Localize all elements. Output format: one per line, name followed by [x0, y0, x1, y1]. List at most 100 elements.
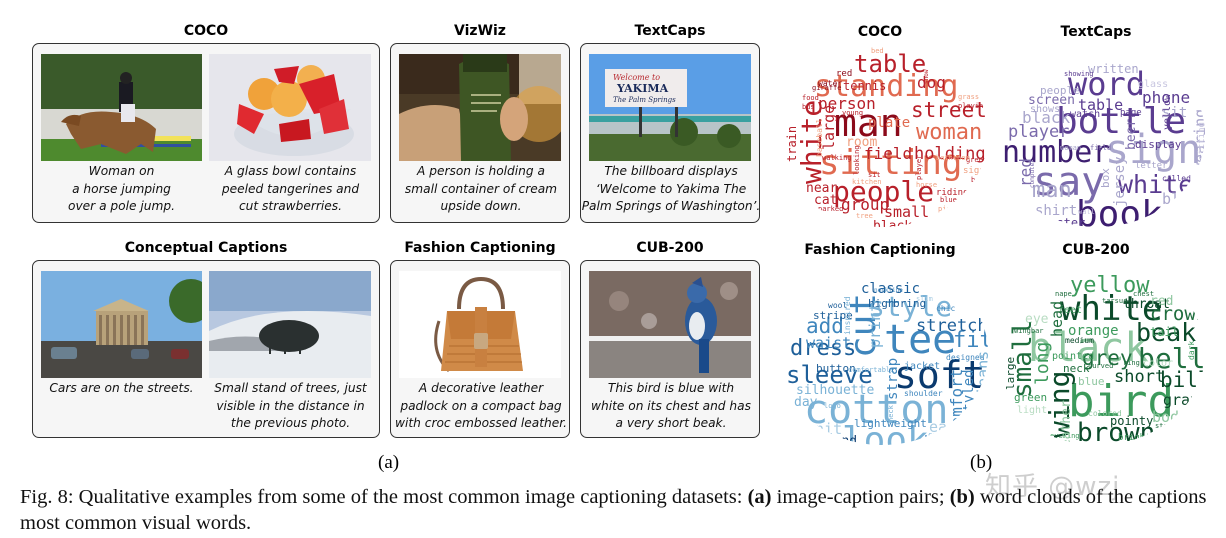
wordcloud-word: crafted — [928, 431, 958, 439]
wordcloud-word: watch — [1070, 109, 1101, 120]
wordcloud-word: bed — [871, 47, 884, 55]
wordcloud-word: bus — [802, 103, 815, 111]
wordcloud-word: easy — [929, 418, 966, 436]
wordcloud-word: bill — [1160, 368, 1205, 392]
wordcloud-word: written — [1088, 62, 1139, 76]
wordcloud-word: jacket — [904, 361, 941, 372]
caption-text-b: word clouds of the captions most common … — [20, 486, 1207, 534]
wordcloud-word: jersey — [1112, 156, 1128, 207]
wordcloud-word: strap — [885, 357, 901, 400]
wordcloud-word: tarsus — [1102, 297, 1128, 305]
wordcloud-word: red — [1150, 294, 1174, 309]
wordcloud-word: sign — [1105, 127, 1202, 173]
wordcloud-word: dress — [790, 336, 857, 361]
wordcloud-word: neck — [887, 405, 895, 422]
wordcloud-word: page — [1120, 108, 1142, 118]
wordcloud-word: tee — [884, 317, 957, 363]
wordcloud-word: number — [1002, 135, 1111, 170]
wordcloud-word: horse — [916, 181, 938, 189]
watermark: 知乎 @wzj — [985, 472, 1121, 502]
wordcloud-word: table — [854, 50, 927, 78]
wordcloud-cub-200: birdblackwhitebrownbellybeakyellowcrownb… — [990, 260, 1205, 446]
wordcloud-word: hem — [924, 434, 950, 445]
caption-prefix: Fig. 8: Qualitative examples from some o… — [20, 486, 748, 508]
wordcloud-word: kitchen — [852, 178, 882, 186]
wordcloud-word: yellow — [1070, 273, 1150, 298]
wordcloud-word: people — [1040, 84, 1080, 97]
wordcloud-word: slim — [916, 295, 933, 303]
figure-caption: Fig. 8: Qualitative examples from some o… — [20, 484, 1220, 536]
wordcloud-word: curved — [1088, 362, 1114, 370]
wordcloud-word: silhouette — [796, 383, 875, 398]
wordcloud-word: poster — [1042, 216, 1086, 227]
panel-a-label: (a) — [378, 452, 400, 473]
wordcloud-word: wingbar — [1014, 327, 1044, 335]
wordcloud-word: large — [820, 104, 838, 150]
caption-conceptual-2: Small stand of trees, just visible in th… — [214, 381, 367, 430]
dataset-box-coco: Woman on a horse jumping over a pole jum… — [32, 43, 380, 223]
wordcloud-word: color — [1143, 358, 1174, 369]
wordcloud-word: yellow — [1162, 93, 1173, 130]
wordcloud-word: head — [1048, 300, 1066, 337]
wordcloud-word: woman — [916, 120, 983, 145]
wordcloud-word: tail — [1150, 325, 1179, 339]
wordcloud-word: parked — [818, 205, 844, 213]
wordcloud-word: person — [818, 94, 876, 113]
wordcloud-word: blend — [818, 434, 858, 445]
wordcloud-word: group — [841, 195, 890, 214]
wordcloud-word: white — [1060, 289, 1163, 329]
wordcloud-word: player — [1008, 122, 1070, 142]
wordcloud-word: phone — [1142, 88, 1191, 107]
caption-vizwiz-1: A person is holding a small container of… — [404, 164, 558, 213]
wordcloud-title-cub-200: CUB-200 — [1062, 242, 1130, 258]
wordcloud-word: sitting — [1197, 122, 1205, 160]
wordcloud-word: computer — [1029, 159, 1036, 188]
panel-b-label: (b) — [970, 452, 993, 473]
wordcloud-word: beak — [1136, 318, 1197, 347]
wordcloud-word: man — [834, 101, 903, 145]
wordcloud-word: bird — [1068, 376, 1174, 427]
wordcloud-word: called — [1162, 174, 1191, 183]
wordcloud-word: look — [842, 420, 929, 446]
wordcloud-word: white — [1118, 170, 1194, 199]
wordcloud-word: classic — [861, 281, 921, 297]
wordcloud-word: bottle — [1056, 101, 1187, 142]
wordcloud-word: say — [1033, 159, 1106, 205]
wordcloud-word: style — [868, 290, 953, 323]
wordcloud-word: high — [868, 297, 895, 310]
wordcloud-word: table — [1078, 96, 1124, 114]
wordcloud-word: blue — [940, 196, 957, 204]
wordcloud-word: long — [1032, 341, 1053, 385]
wordcloud-word: dog — [917, 73, 946, 92]
dataset-box-vizwiz: A person is holding a small container of… — [390, 43, 570, 223]
wordcloud-word: body — [1152, 408, 1189, 426]
wordcloud-word: button — [816, 362, 856, 375]
wordcloud-word: day — [794, 395, 818, 410]
snowy-trees-photo — [209, 271, 371, 378]
wordcloud-word: black — [1028, 325, 1149, 371]
wordcloud-word: grass — [958, 93, 980, 101]
wordcloud-word: word — [1068, 65, 1146, 103]
wordcloud-word: medium — [1065, 336, 1094, 345]
wordcloud-word: eyering — [1050, 432, 1080, 440]
wordcloud-word: room — [846, 135, 878, 150]
wordcloud-word: people — [833, 175, 935, 208]
wordcloud-word: looking — [853, 145, 861, 175]
wordcloud-word: field — [864, 144, 913, 163]
wordcloud-word: stretch — [916, 316, 988, 336]
wordcloud-word: large — [1004, 356, 1017, 390]
wordcloud-title-textcaps: TextCaps — [1060, 24, 1132, 40]
wordcloud-word: blue — [1162, 190, 1199, 208]
wordcloud-word: sit — [868, 171, 881, 179]
caption-cub-1: This bird is blue with white on its ches… — [591, 381, 751, 430]
caption-text-a: image-caption pairs; — [771, 486, 950, 508]
pantheon-street-photo — [41, 271, 202, 378]
wordcloud-word: eye — [1025, 312, 1049, 327]
wordcloud-word: display — [1135, 138, 1182, 151]
wordcloud-word: bathroom — [936, 154, 970, 162]
wordcloud-word: bright — [1118, 433, 1151, 443]
svg-text:YAKIMA: YAKIMA — [616, 82, 669, 95]
wordcloud-word: orange — [1068, 323, 1119, 339]
dataset-title-fashion-captioning: Fashion Captioning — [404, 240, 556, 256]
